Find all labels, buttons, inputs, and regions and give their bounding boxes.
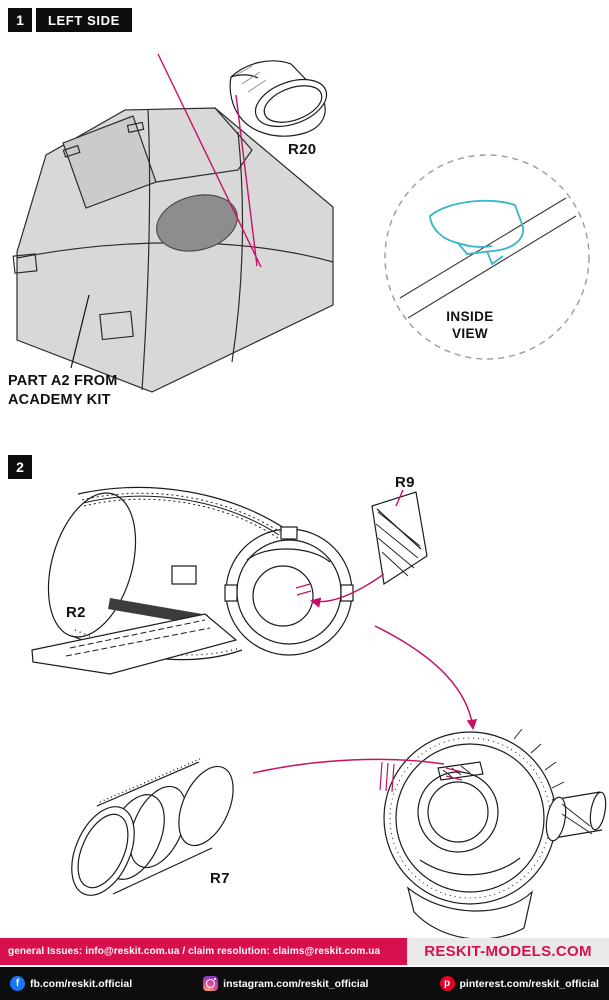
placement-lines-step1: [157, 53, 262, 268]
step2-number-badge: 2: [8, 455, 32, 479]
social-facebook[interactable]: f fb.com/reskit.official: [10, 976, 132, 991]
fuselage-drawing: [12, 107, 334, 393]
contact-bar: general Issues: info@reskit.com.ua / cla…: [0, 938, 609, 965]
step2-header: 2: [8, 455, 32, 479]
note-pointer-line: [70, 294, 90, 369]
facebook-handle: fb.com/reskit.official: [30, 977, 133, 990]
contact-text: general Issues: info@reskit.com.ua / cla…: [0, 938, 407, 965]
instagram-icon: [203, 976, 219, 991]
r7-part-drawing: [71, 758, 234, 896]
r20-label: R20: [288, 141, 317, 158]
step2-illustration: [31, 486, 607, 940]
r2-label: R2: [66, 604, 86, 621]
step1-title: LEFT SIDE: [36, 8, 132, 32]
inside-view-label: INSIDE VIEW: [432, 308, 508, 342]
r7-label: R7: [210, 870, 230, 887]
facebook-icon: f: [10, 976, 25, 991]
step1-header: 1 LEFT SIDE: [8, 8, 132, 32]
fin-drawing: [31, 613, 238, 675]
placement-arrows-step2: [252, 489, 478, 793]
r9-label: R9: [395, 474, 415, 491]
pinterest-handle: pinterest.com/reskit_official: [459, 977, 599, 990]
inside-view-label-line2: VIEW: [451, 326, 489, 341]
instagram-handle: instagram.com/reskit_official: [223, 977, 369, 990]
part-a2-note-line2: ACADEMY KIT: [8, 392, 111, 408]
step1-number-badge: 1: [8, 8, 32, 32]
social-bar: f fb.com/reskit.official instagram.com/r…: [0, 967, 609, 1000]
inside-view-inset: [384, 154, 590, 360]
social-pinterest[interactable]: p pinterest.com/reskit_official: [439, 976, 599, 991]
inside-view-part-cyan: [429, 199, 524, 266]
social-instagram[interactable]: instagram.com/reskit_official: [203, 976, 368, 991]
r20-part-drawing: [229, 60, 328, 137]
nacelle-drawing: [47, 486, 354, 661]
r9-part-drawing: [371, 491, 428, 586]
website-text[interactable]: RESKIT-MODELS.COM: [407, 938, 609, 965]
inside-view-label-line1: INSIDE: [446, 309, 494, 324]
step1-illustration: [12, 53, 590, 393]
rear-view-drawing: [383, 728, 607, 940]
pinterest-icon: p: [439, 976, 455, 991]
part-a2-note-line1: PART A2 FROM: [8, 373, 118, 389]
part-a2-note: PART A2 FROM ACADEMY KIT: [8, 372, 118, 410]
